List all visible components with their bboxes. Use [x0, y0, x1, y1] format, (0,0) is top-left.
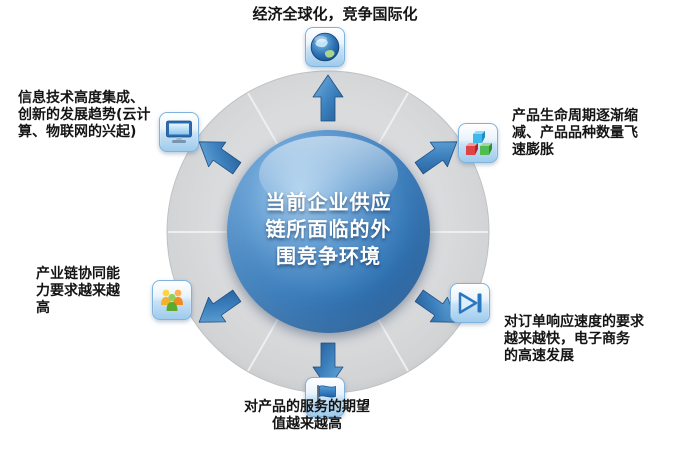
label-line: 高 — [36, 300, 50, 316]
arrow-top-right — [414, 141, 458, 175]
node-label-bottom: 对产品的服务的期望 值越来越高 — [242, 399, 372, 433]
node-icon-flag — [305, 377, 345, 417]
label-line: 越来越快，电子商务 — [504, 331, 630, 347]
label-line: 的高速发展 — [504, 348, 574, 364]
label-line: 对产品的服务的期望 — [244, 399, 370, 415]
label-line: 力要求越来越 — [36, 283, 120, 299]
label-line: 经济全球化，竞争国际化 — [252, 5, 418, 23]
arrow-bottom-left — [198, 289, 242, 323]
cubes-icon — [466, 131, 492, 155]
center-text-line: 围竞争环境 — [276, 244, 381, 268]
label-line: 产品生命周期逐渐缩 — [512, 108, 638, 124]
fast-forward-icon — [458, 292, 482, 314]
label-line: 产业链协同能 — [36, 266, 120, 282]
node-icon-people — [152, 280, 192, 320]
node-icon-fast-forward — [450, 283, 490, 323]
node-icon-monitor — [159, 112, 199, 152]
globe-icon — [310, 32, 340, 62]
node-icon-globe — [305, 27, 345, 67]
label-line: 对订单响应速度的要求 — [504, 314, 644, 330]
monitor-icon — [166, 120, 192, 143]
center-title: 当前企业供应 链所面临的外 围竞争环境 — [266, 189, 392, 270]
label-line: 速膨胀 — [512, 142, 554, 158]
arrow-bottom-right — [414, 289, 458, 323]
label-line: 创新的发展趋势(云计 — [18, 107, 151, 123]
center-text-line: 当前企业供应 — [265, 190, 392, 214]
arrow-top — [312, 74, 344, 122]
people-icon — [161, 289, 183, 311]
center-sphere: 当前企业供应 链所面临的外 围竞争环境 — [227, 130, 430, 333]
label-line: 信息技术高度集成、 — [18, 90, 144, 106]
arrow-top-left — [198, 141, 242, 175]
node-icon-cubes — [458, 123, 498, 163]
node-label-top: 经济全球化，竞争国际化 — [225, 6, 445, 23]
center-text-line: 链所面临的外 — [265, 217, 392, 241]
label-line: 减、产品品种数量飞 — [512, 125, 638, 141]
node-label-top-left: 信息技术高度集成、 创新的发展趋势(云计 算、物联网的兴起) — [18, 90, 160, 141]
node-label-top-right: 产品生命周期逐渐缩 减、产品品种数量飞 速膨胀 — [512, 108, 690, 159]
label-line: 值越来越高 — [272, 416, 342, 432]
flag-icon — [317, 385, 336, 409]
label-line: 算、物联网的兴起) — [18, 124, 137, 140]
node-label-bottom-left: 产业链协同能 力要求越来越 高 — [36, 266, 136, 317]
node-label-bottom-right: 对订单响应速度的要求 越来越快，电子商务 的高速发展 — [504, 314, 686, 365]
